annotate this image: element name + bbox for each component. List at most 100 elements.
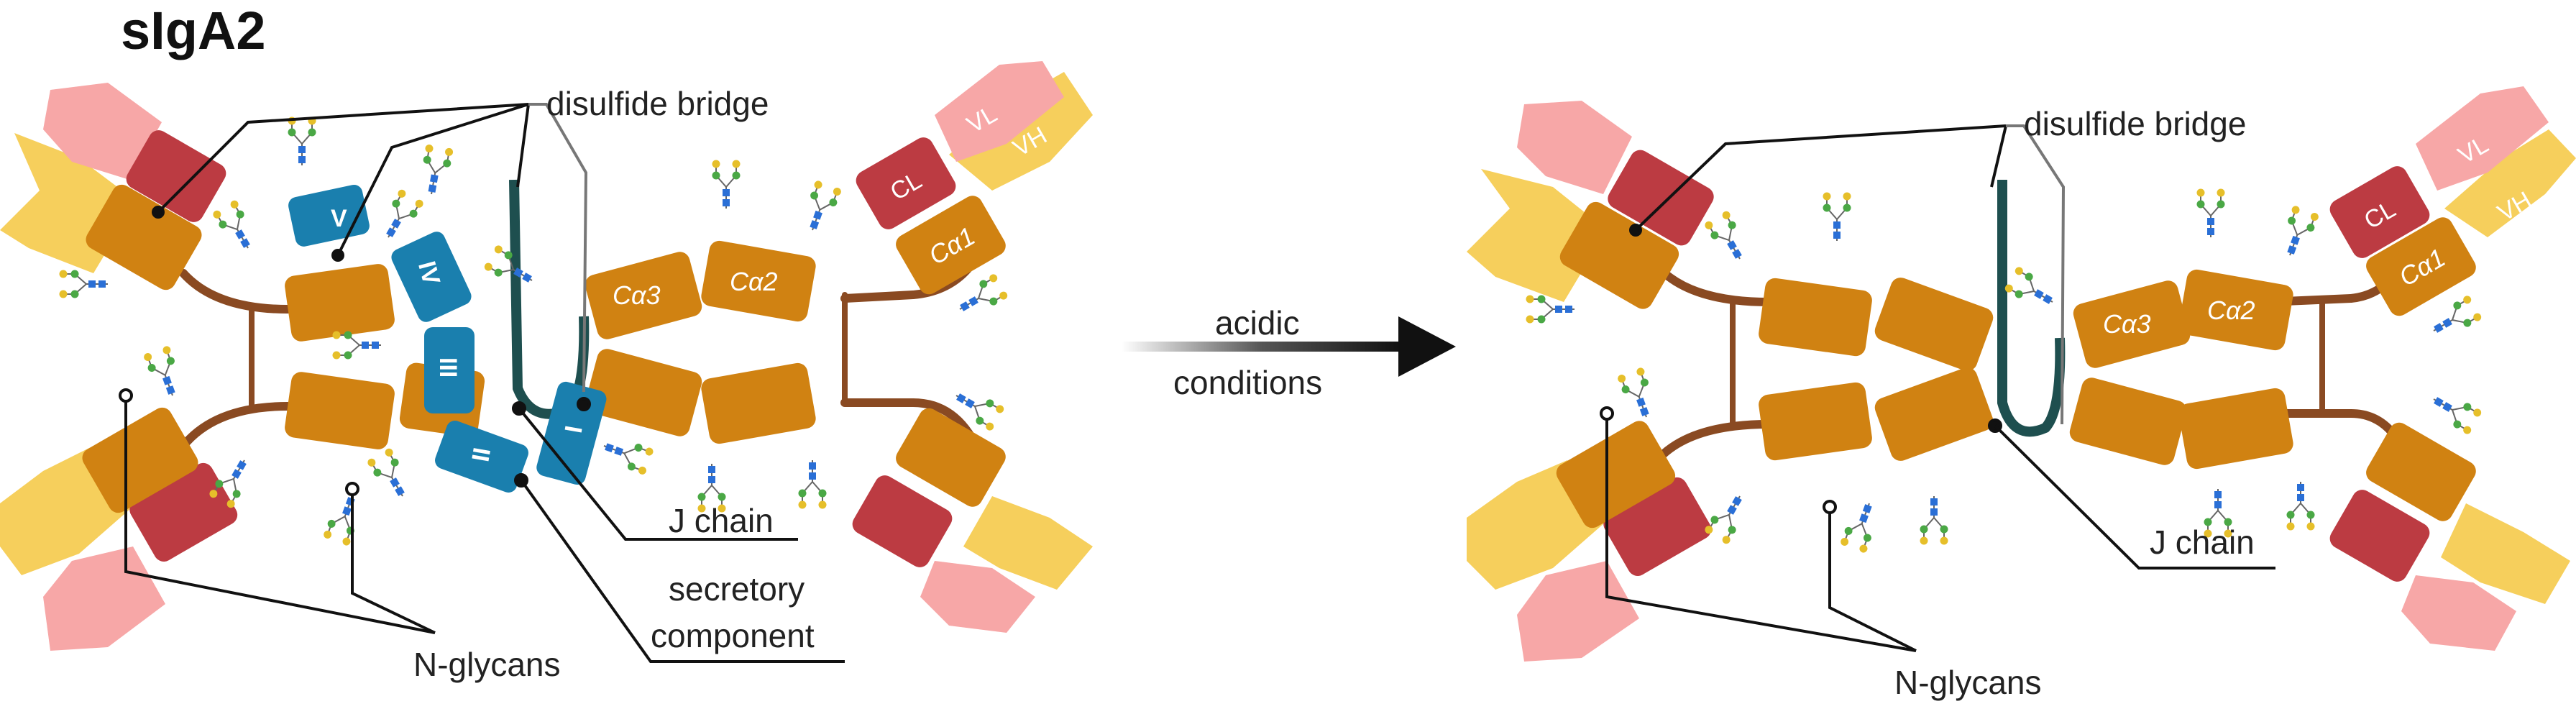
left-panel: sIgA2	[0, 1, 1093, 683]
vl-domain	[43, 83, 162, 180]
ca3-label: Cα3	[613, 280, 661, 310]
ca3-domain	[2069, 378, 2187, 465]
cl-domain	[129, 462, 238, 562]
ca1-domain	[2366, 217, 2476, 316]
n-glycan-icon	[2004, 267, 2053, 304]
ca3-domain	[1874, 278, 1994, 371]
sc-domain-v-label: V	[331, 205, 347, 232]
n-glycan-icon	[2204, 489, 2232, 538]
ca2-domain	[1759, 278, 1872, 357]
n-glycans-label-right: N-glycans	[1894, 664, 2042, 701]
n-glycan-icon	[1841, 503, 1872, 553]
ca3-domain	[1874, 367, 1994, 461]
sc-domain-iv	[391, 232, 472, 322]
ca3-domain	[585, 349, 702, 436]
cl-domain	[2329, 166, 2430, 258]
vl-domain	[43, 546, 165, 651]
right-panel: Cα3 Cα2 VH VL CL Cα1	[1467, 86, 2576, 701]
disulfide-bridge-label-right: disulfide bridge	[2024, 105, 2246, 142]
ca1-domain	[1556, 421, 1676, 529]
right-panel-right-arm-lower	[2329, 422, 2570, 651]
transition-arrow: acidic conditions	[1122, 304, 1456, 401]
ca2-domain	[1759, 382, 1872, 461]
left-center-domains: Cα3 Cα2	[285, 240, 816, 449]
n-glycan-icon	[288, 116, 316, 165]
ca1-domain	[896, 196, 1006, 295]
j-chain	[509, 179, 590, 419]
sc-domain-ii	[435, 420, 528, 493]
arrow-head-icon	[1398, 316, 1456, 377]
vl-domain	[1517, 561, 1639, 662]
arrow-shaft	[1122, 342, 1402, 352]
ca3-label-right: Cα3	[2103, 309, 2151, 339]
left-panel-right-arm-upper: VH VL CL Cα1	[856, 61, 1093, 295]
ca2-domain	[285, 264, 395, 342]
n-glycan-icon	[603, 443, 654, 475]
ca1-domain	[896, 408, 1006, 507]
n-glycan-icon	[144, 346, 175, 396]
vl-domain	[2401, 575, 2516, 651]
right-panel-left-arm-lower	[1467, 421, 1712, 662]
ca1-domain	[86, 184, 202, 291]
annotation-lines-left	[119, 103, 845, 663]
vl-domain	[2416, 86, 2549, 191]
ca2-label-right: Cα2	[2207, 296, 2255, 325]
n-glycan-icon	[484, 245, 533, 283]
j-chain-label: J chain	[669, 502, 774, 539]
ca3-domain	[585, 252, 702, 339]
n-glycan-icon	[697, 464, 726, 513]
n-glycan-icon	[59, 270, 108, 298]
ca2-label: Cα2	[730, 267, 778, 296]
cl-domain	[2329, 490, 2430, 582]
n-glycan-icon	[386, 189, 423, 238]
n-glycan-icon	[213, 200, 250, 249]
vh-domain	[2441, 503, 2570, 604]
n-glycan-icon	[1526, 295, 1575, 324]
annotation-lines-right	[1600, 124, 2275, 652]
ca2-domain	[2178, 388, 2293, 470]
ca1-domain	[2366, 422, 2476, 521]
n-glycan-icon	[423, 145, 454, 195]
secretory-component: V IV III II I	[288, 184, 607, 493]
vh-domain	[2444, 129, 2576, 237]
sc-domain-iii-label: III	[434, 357, 462, 378]
vl-domain	[920, 561, 1035, 633]
right-panel-right-arm-upper: VH VL CL Cα1	[2329, 86, 2576, 316]
ca3-domain	[2073, 280, 2191, 368]
n-glycan-icon	[2286, 482, 2315, 531]
left-arm-upper	[0, 83, 226, 291]
n-glycan-icon	[2433, 296, 2482, 333]
n-glycan-icon	[798, 460, 827, 509]
ca1-domain	[1559, 201, 1679, 309]
n-glycan-icon	[209, 459, 247, 508]
secretory-label-line1: secretory	[669, 570, 805, 608]
n-glycans-right	[1526, 188, 2482, 553]
ca2-domain	[2178, 269, 2293, 351]
sc-domain-iii	[424, 327, 475, 413]
vl-domain	[1517, 101, 1632, 194]
j-chain-right	[1997, 180, 2066, 437]
ca2-domain	[285, 372, 395, 449]
n-glycan-icon	[1823, 192, 1851, 241]
disulfide-bridge-label: disulfide bridge	[546, 85, 769, 122]
n-glycan-icon	[332, 331, 381, 360]
n-glycan-icon	[810, 180, 841, 231]
ca1-domain	[82, 407, 198, 513]
j-chain-label-right: J chain	[2150, 523, 2255, 561]
n-glycan-icon	[959, 274, 1008, 311]
n-glycan-icon	[712, 160, 741, 209]
n-glycan-icon	[2196, 188, 2225, 237]
left-arm-lower	[0, 407, 238, 651]
vh-domain	[963, 496, 1093, 590]
cl-domain	[126, 130, 226, 222]
n-glycan-icon	[367, 448, 405, 497]
cl-domain	[856, 137, 956, 229]
n-glycan-icon	[1705, 211, 1742, 260]
n-glycan-icon	[1705, 495, 1742, 544]
ca2-domain	[701, 240, 816, 322]
cl-domain	[1603, 477, 1712, 576]
n-glycan-icon	[324, 495, 355, 546]
cl-domain	[852, 475, 953, 567]
